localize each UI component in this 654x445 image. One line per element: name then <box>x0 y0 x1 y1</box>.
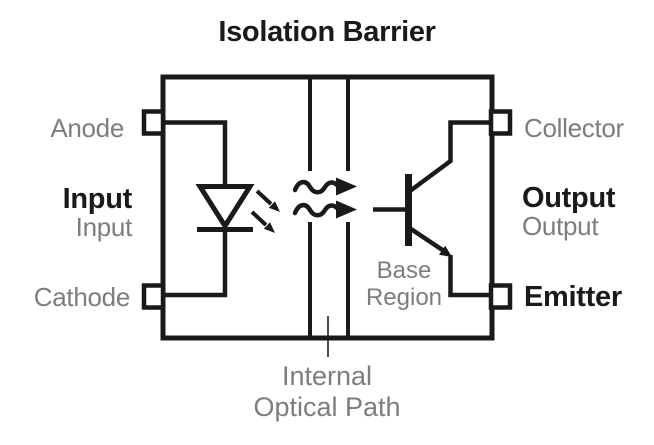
base-region-line2: Region <box>365 284 443 311</box>
phototransistor-symbol <box>373 120 491 298</box>
output-label-secondary: Output <box>522 211 599 241</box>
isolation-barrier-lines <box>308 79 350 336</box>
component-outline <box>160 74 495 341</box>
package-pin-squares <box>141 109 513 310</box>
emitter-pin-label: Emitter <box>524 281 622 313</box>
base-region-label: Base Region <box>344 257 464 311</box>
output-label-primary: Output <box>522 182 616 214</box>
optical-path-line2: Optical Path <box>253 392 401 422</box>
internal-optical-path-label: Internal Optical Path <box>0 361 654 423</box>
input-label-secondary: Input <box>75 212 133 242</box>
anode-pin-label: Anode <box>50 113 124 143</box>
cathode-pin-label: Cathode <box>33 282 131 312</box>
emitter-pin <box>488 283 513 310</box>
input-label-primary: Input <box>62 183 133 215</box>
collector-pin <box>488 109 513 136</box>
diagram-title: Isolation Barrier <box>218 16 436 48</box>
light-wave-arrows <box>292 177 357 219</box>
cathode-pin <box>141 283 166 310</box>
optical-path-line1: Internal <box>281 361 373 391</box>
collector-pin-label: Collector <box>524 113 624 143</box>
base-region-line1: Base <box>376 257 432 284</box>
led-diode-symbol <box>165 120 255 298</box>
led-emission-arrows <box>250 189 280 233</box>
anode-pin <box>141 109 166 136</box>
